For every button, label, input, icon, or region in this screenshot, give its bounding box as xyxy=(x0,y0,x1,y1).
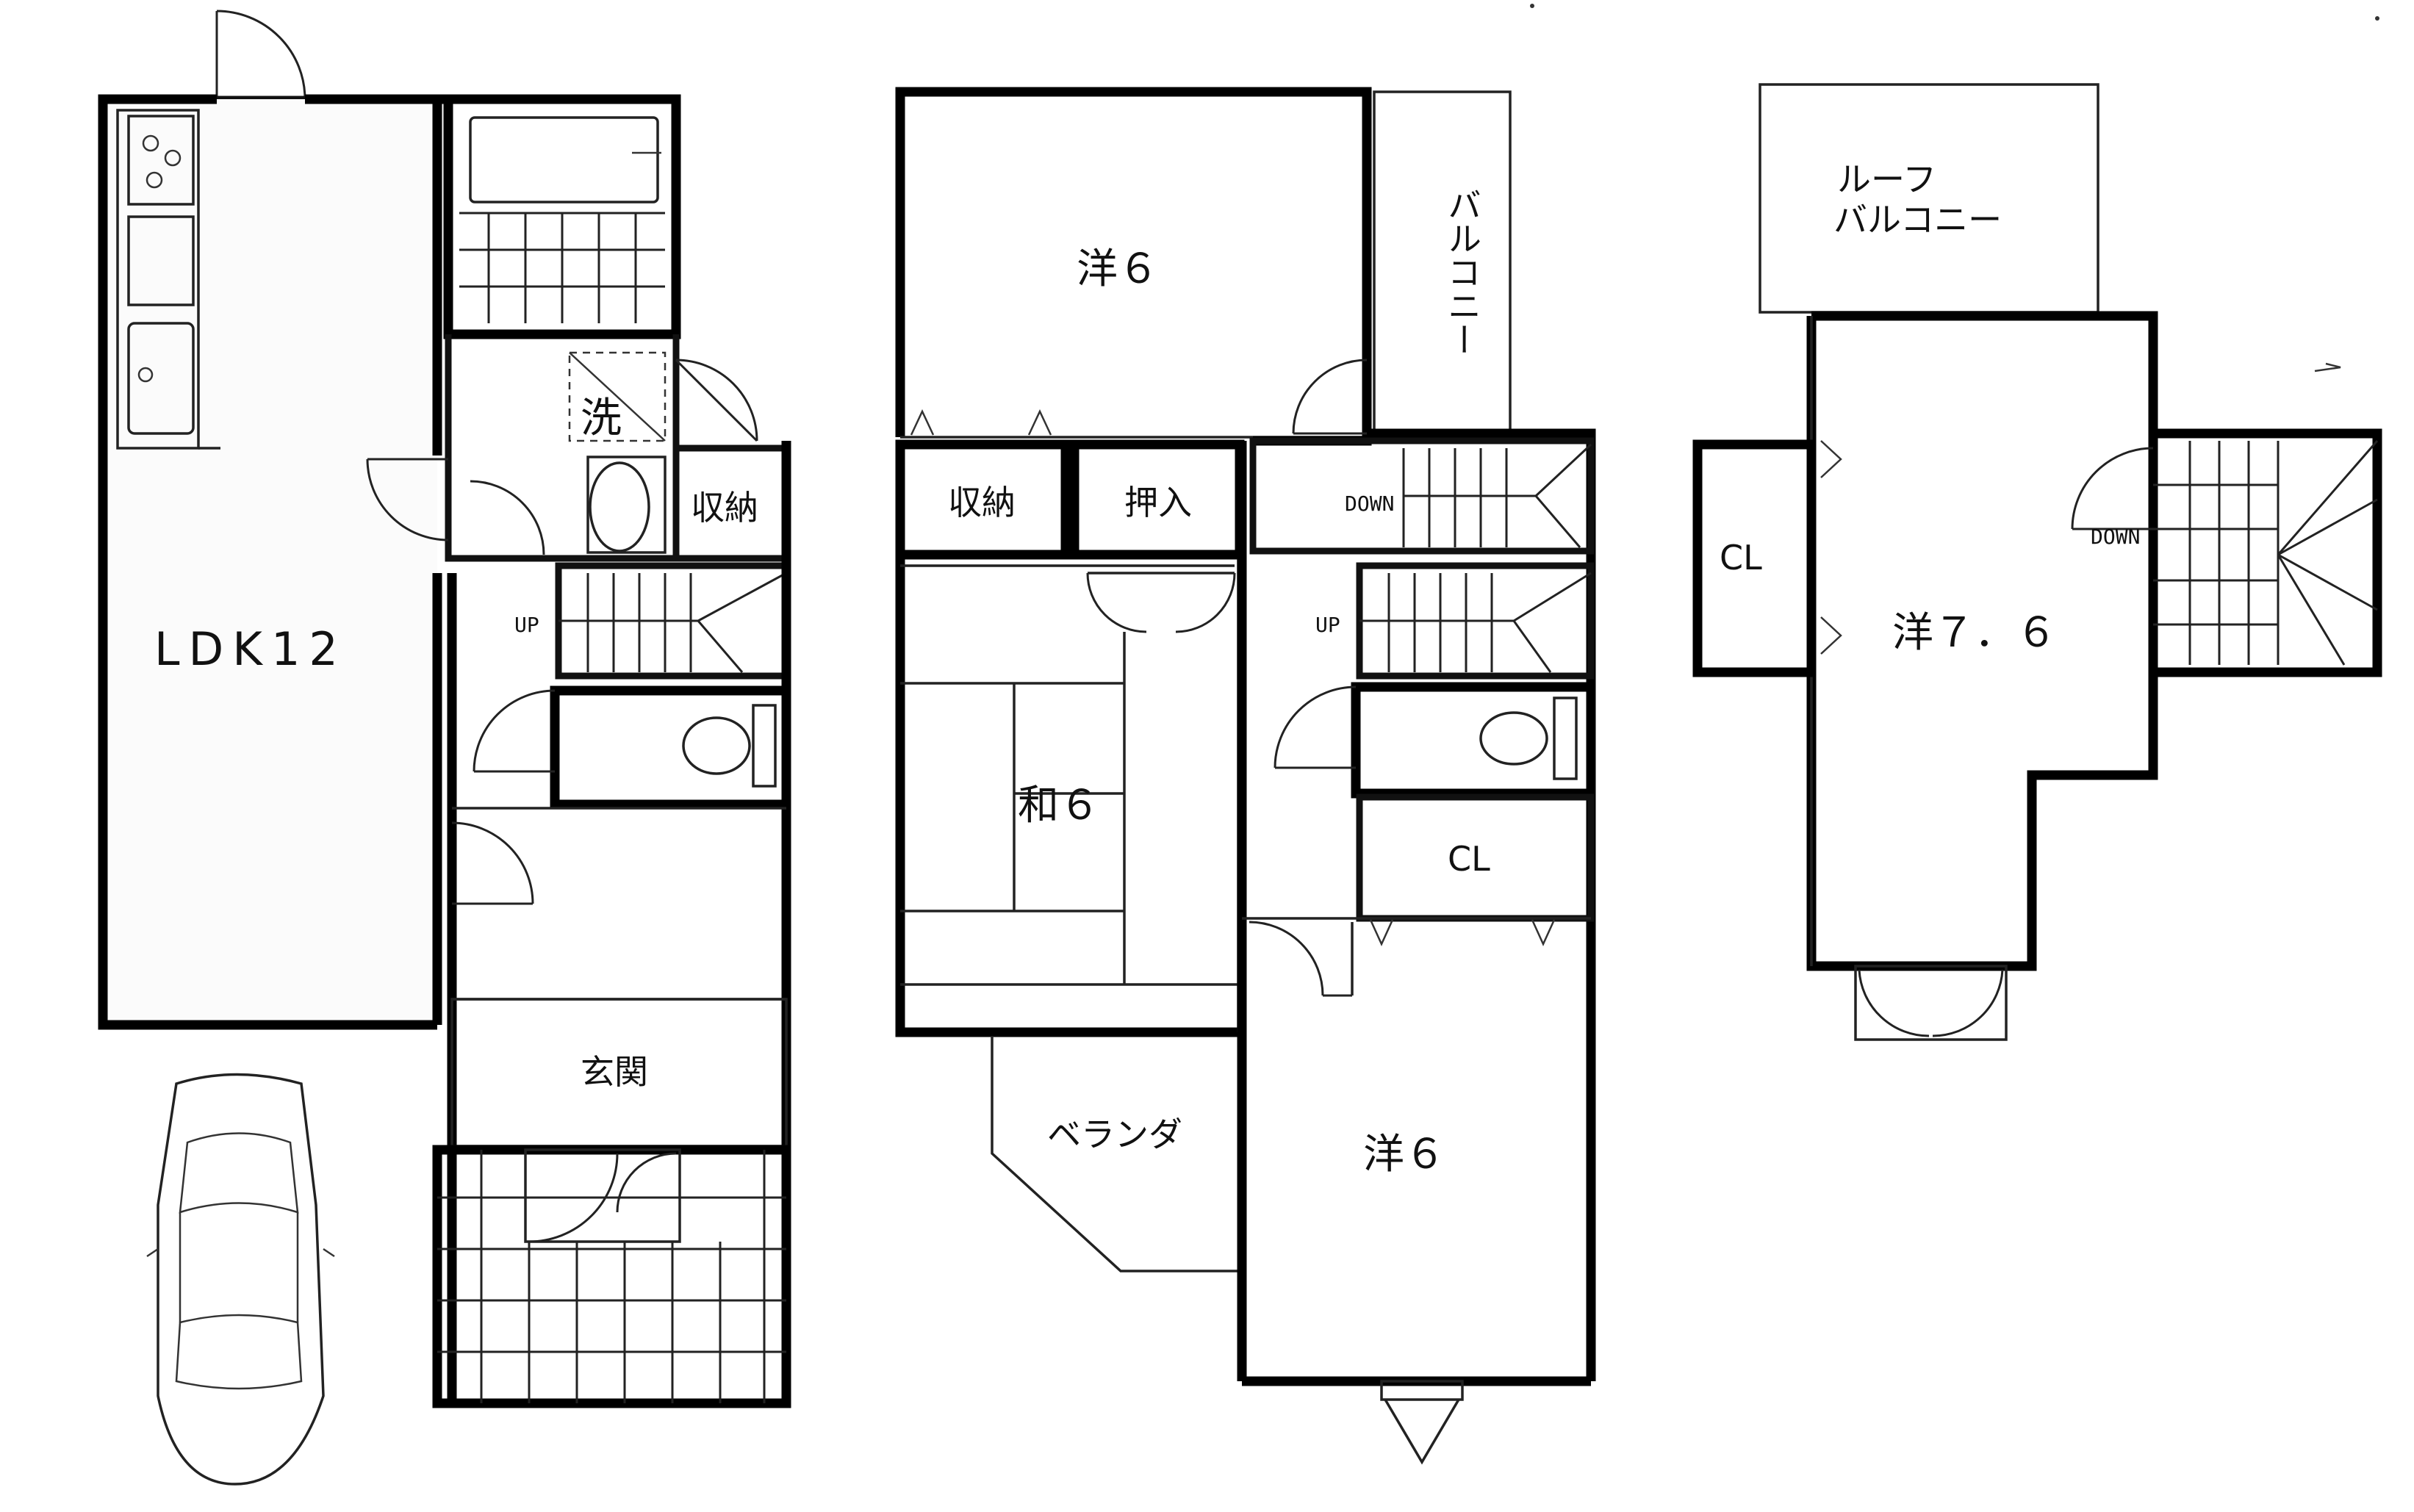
stairs-floor1: UP xyxy=(514,562,790,680)
west-room-floor3: 洋７．６ xyxy=(1806,311,2158,1041)
floor-3: ルーフ バルコニー 洋７．６ CL xyxy=(1530,4,2382,1041)
west-room-floor3-label: 洋７．６ xyxy=(1892,609,2057,657)
oshiire-label: 押入 xyxy=(1124,483,1192,522)
stairs-up-label-floor2: UP xyxy=(1315,613,1340,637)
japanese-room: 和６ xyxy=(895,558,1240,1037)
balcony: バルコニー xyxy=(1373,90,1512,439)
west-room-a: 洋６ xyxy=(895,87,1372,439)
stairs-down-floor2: DOWN xyxy=(1249,437,1595,555)
central-wall-floor2 xyxy=(1237,359,1596,1381)
japanese-room-label: 和６ xyxy=(1018,782,1100,829)
toilet-floor1 xyxy=(473,685,791,810)
roof-balcony: ルーフ バルコニー xyxy=(1759,83,2099,314)
laundry-label: 洗 xyxy=(581,395,622,442)
closet-floor2: CL xyxy=(1356,793,1595,947)
balcony-label: バルコニー xyxy=(1443,187,1482,356)
floor-1: LDK12 洗 xyxy=(98,10,791,1486)
storage-floor1: 収納 xyxy=(672,444,790,562)
stairs-up-label-floor1: UP xyxy=(514,613,539,637)
stairs-down-label-floor2: DOWN xyxy=(1345,492,1394,516)
entrance-label: 玄関 xyxy=(581,1052,648,1092)
ldk-room: LDK12 xyxy=(98,94,452,1030)
toilet-floor2 xyxy=(1274,682,1596,799)
scan-marks xyxy=(1530,4,2379,372)
entrance-porch xyxy=(432,1145,791,1408)
closet-label-floor3: CL xyxy=(1720,538,1762,577)
floor-2: 洋６ バルコニー 収納 押入 xyxy=(895,87,1596,1465)
oshiire-closet: 押入 xyxy=(1069,439,1245,560)
ldk-label: LDK12 xyxy=(154,622,347,676)
stairs-down-floor3: DOWN xyxy=(2071,428,2382,677)
veranda: ベランダ xyxy=(991,1036,1238,1272)
bathroom xyxy=(443,94,681,339)
entrance: 玄関 xyxy=(450,998,788,1148)
door-top-floor1 xyxy=(215,10,306,103)
storage-floor2: 収納 xyxy=(895,439,1071,560)
car-icon xyxy=(146,1073,335,1486)
stairs-down-label-floor3: DOWN xyxy=(2091,525,2140,549)
veranda-label: ベランダ xyxy=(1047,1115,1182,1154)
storage-label-floor2: 収納 xyxy=(948,483,1016,522)
roof-balcony-label-line1: ルーフ xyxy=(1837,159,1936,199)
west-room-b-label: 洋６ xyxy=(1363,1131,1445,1178)
bath-tiles xyxy=(459,212,665,323)
west-room-a-label: 洋６ xyxy=(1077,245,1159,293)
closet-floor3: CL xyxy=(1692,439,1817,677)
roof-balcony-label-line2: バルコニー xyxy=(1833,200,2002,240)
stairs-up-floor2: UP xyxy=(1315,562,1595,680)
closet-label-floor2: CL xyxy=(1448,839,1490,879)
west-room-b: 洋６ xyxy=(1242,917,1591,1465)
hall-floor1 xyxy=(447,441,791,1403)
storage-label-floor1: 収納 xyxy=(691,488,758,528)
